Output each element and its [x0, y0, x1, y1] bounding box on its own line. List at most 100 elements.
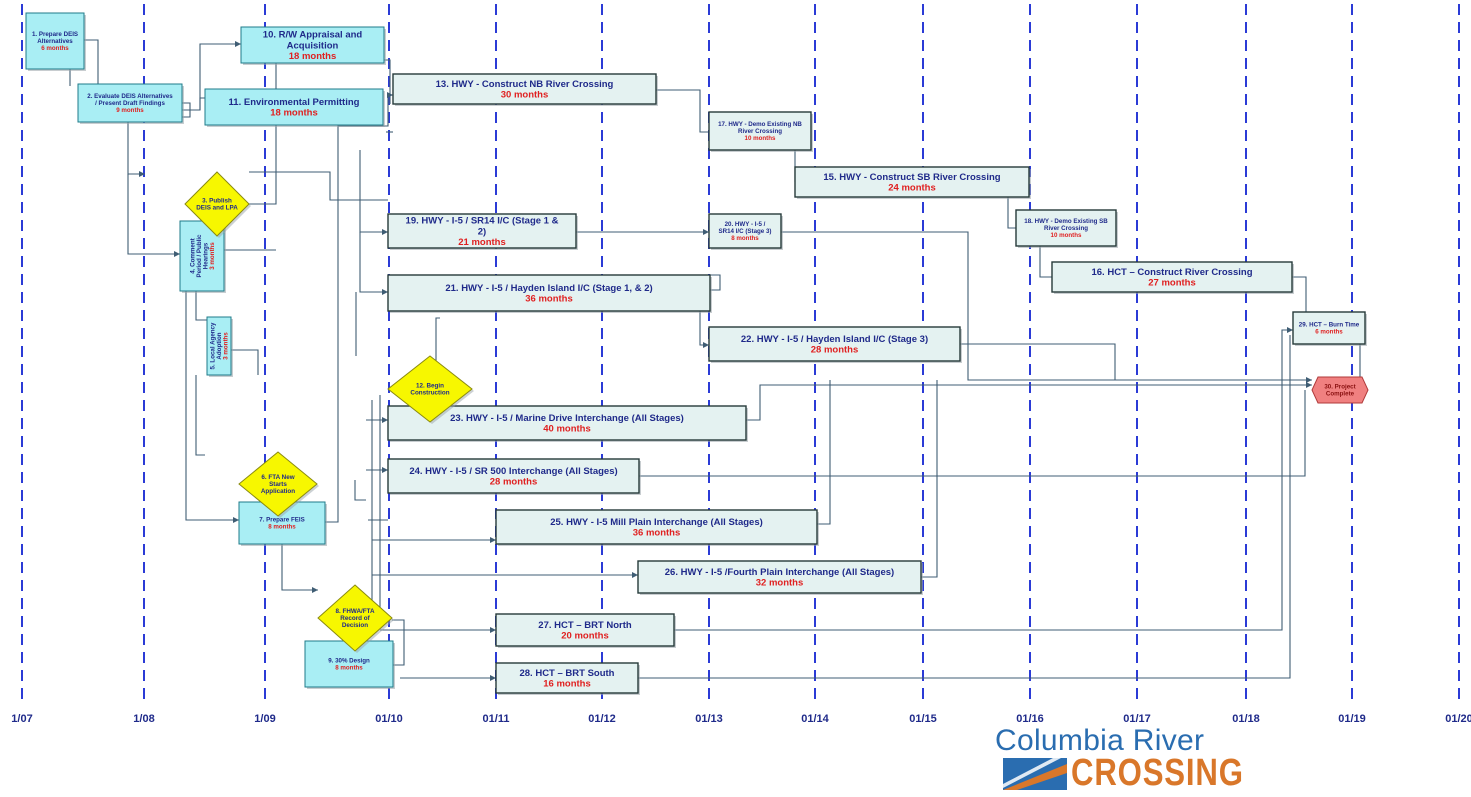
- milestone-label: 8. FHWA/FTA: [335, 608, 375, 615]
- axis-tick-label: 01/14: [801, 713, 829, 725]
- arrowhead: [233, 517, 239, 523]
- milestone-label: DEIS and LPA: [196, 205, 238, 212]
- columbia-river-crossing-logo: Columbia River CROSSING: [995, 724, 1255, 794]
- task-title: 5. Local Agency: [210, 322, 217, 369]
- arrowhead: [387, 92, 393, 98]
- task-title: Hearings: [202, 242, 209, 269]
- end-label: Complete: [1326, 391, 1355, 398]
- task-duration: 18 months: [270, 108, 318, 119]
- connector-line: [746, 384, 1312, 421]
- task-title: 4. Comment: [189, 238, 196, 273]
- task-title: SR14 I/C (Stage 3): [719, 228, 772, 235]
- task-duration: 3 months: [209, 242, 216, 270]
- task-box: [794, 166, 1030, 198]
- milestone-label: 3. Publish: [202, 197, 232, 204]
- milestone-label: 6. FTA New: [261, 474, 294, 481]
- task-title: 16. HCT – Construct River Crossing: [1091, 267, 1252, 278]
- task-title: Adoption: [216, 332, 223, 359]
- task-duration: 8 months: [268, 524, 296, 531]
- axis-tick-label: 1/09: [254, 713, 275, 725]
- milestone-diamond: [317, 584, 393, 652]
- task-t24[interactable]: 24. HWY - I-5 / SR 500 Interchange (All …: [387, 458, 641, 495]
- connector-line: [281, 540, 318, 591]
- arrowhead: [382, 417, 388, 423]
- task-box: [637, 560, 922, 594]
- task-title: 13. HWY - Construct NB River Crossing: [436, 79, 614, 90]
- task-t19[interactable]: 19. HWY - I-5 / SR14 I/C (Stage 1 &2)21 …: [387, 213, 578, 250]
- connector-line: [182, 43, 241, 111]
- logo-title: Columbia River: [995, 724, 1205, 757]
- task-t20[interactable]: 20. HWY - I-5 /SR14 I/C (Stage 3)8 month…: [708, 213, 783, 250]
- task-duration: 8 months: [731, 235, 759, 242]
- task-t2[interactable]: 2. Evaluate DEIS Alternatives/ Present D…: [77, 83, 184, 124]
- task-title: 9. 30% Design: [328, 658, 370, 665]
- task-t21[interactable]: 21. HWY - I-5 / Hayden Island I/C (Stage…: [387, 274, 712, 313]
- task-title: / Present Draft Findings: [95, 100, 165, 107]
- milestone-label: Application: [261, 488, 295, 495]
- task-duration: 20 months: [561, 631, 609, 642]
- axis-tick-label: 01/12: [588, 713, 616, 725]
- task-title: 10. R/W Appraisal and: [263, 30, 363, 41]
- task-t15[interactable]: 15. HWY - Construct SB River Crossing24 …: [794, 166, 1031, 199]
- task-title: 15. HWY - Construct SB River Crossing: [823, 172, 1000, 183]
- connector-line: [817, 380, 831, 525]
- task-duration: 36 months: [633, 528, 681, 539]
- connector-line: [1292, 276, 1307, 313]
- task-box: [304, 640, 394, 688]
- task-box: [708, 326, 961, 362]
- axis-tick-label: 01/20: [1445, 713, 1471, 725]
- task-box: [495, 662, 639, 694]
- task-t13[interactable]: 13. HWY - Construct NB River Crossing30 …: [392, 73, 658, 106]
- task-title: 11. Environmental Permitting: [229, 97, 360, 108]
- task-box: [1015, 209, 1117, 247]
- arrowhead: [382, 467, 388, 473]
- task-t22[interactable]: 22. HWY - I-5 / Hayden Island I/C (Stage…: [708, 326, 962, 363]
- logo-mark-icon: [1003, 758, 1067, 790]
- connector-line: [639, 390, 1306, 477]
- task-title: 24. HWY - I-5 / SR 500 Interchange (All …: [409, 466, 617, 477]
- task-duration: 6 months: [1315, 329, 1343, 336]
- connector-line: [127, 174, 180, 255]
- task-t25[interactable]: 25. HWY - I-5 Mill Plain Interchange (Al…: [495, 509, 819, 546]
- task-title: 22. HWY - I-5 / Hayden Island I/C (Stage…: [741, 334, 928, 345]
- arrowhead: [490, 675, 496, 681]
- task-duration: 32 months: [756, 578, 804, 589]
- milestone-label: Starts: [269, 481, 287, 488]
- end-label: 30. Project: [1324, 384, 1355, 391]
- task-title: 2): [478, 226, 486, 237]
- axis-tick-label: 1/07: [11, 713, 32, 725]
- connector-line: [199, 97, 205, 110]
- axis-tick-label: 01/19: [1338, 713, 1366, 725]
- dependency-connectors: [69, 30, 1365, 681]
- task-t26[interactable]: 26. HWY - I-5 /Fourth Plain Interchange …: [637, 560, 923, 595]
- task-box: [387, 274, 711, 312]
- task-title: 29. HCT – Burn Time: [1299, 322, 1360, 329]
- task-title: 2. Evaluate DEIS Alternatives: [87, 93, 173, 100]
- arrowhead: [312, 587, 318, 593]
- task-duration: 40 months: [543, 424, 591, 435]
- arrowhead: [703, 342, 709, 348]
- task-title: 19. HWY - I-5 / SR14 I/C (Stage 1 &: [406, 216, 559, 227]
- axis-tick-label: 01/11: [483, 713, 510, 725]
- arrowhead: [1287, 327, 1293, 333]
